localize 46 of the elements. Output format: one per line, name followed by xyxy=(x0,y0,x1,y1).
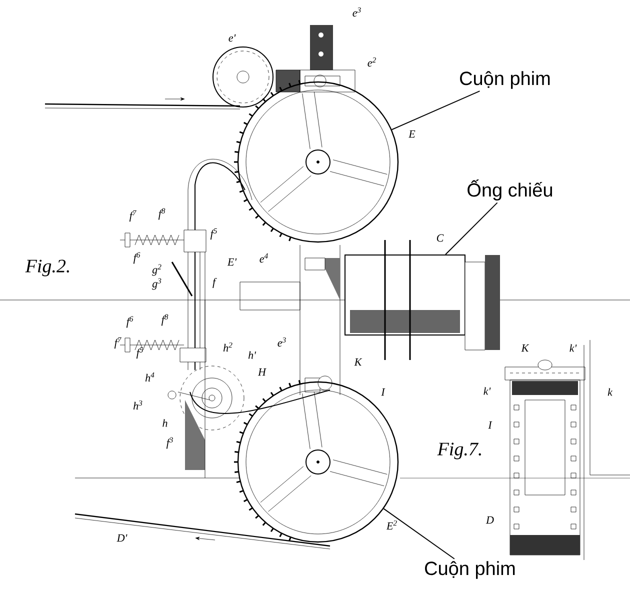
callout-letter: h xyxy=(162,419,168,427)
callout-letter: f$^{7}$ xyxy=(129,210,136,222)
callout-letter: e$^{2}$ xyxy=(368,57,376,67)
figure-label: Fig.2. xyxy=(25,260,69,276)
reel-drawing xyxy=(234,80,399,243)
figure-label: Fig.7. xyxy=(437,442,481,460)
callout-letter: k' xyxy=(570,344,577,352)
callout-letter: h' xyxy=(248,351,256,359)
callout-letter: f$^{6}$ xyxy=(133,252,140,264)
callout-letter: f$^{6}$ xyxy=(126,316,134,328)
leader-line xyxy=(445,202,498,255)
callout-letter: f xyxy=(212,278,217,288)
callout-letter: I xyxy=(381,388,386,396)
leader-line xyxy=(383,508,455,560)
callout-letter: K xyxy=(521,344,530,352)
callout-letter: f$^{5}$ xyxy=(136,347,143,359)
callout-letter: f$^{8}$ xyxy=(158,208,166,220)
callout-letter: f$^{3}$ xyxy=(166,437,173,449)
callout-letter: f$^{7}$ xyxy=(114,337,122,349)
callout-letter: g$^{2}$ xyxy=(152,264,162,276)
reel-drawing xyxy=(234,380,399,543)
callout-letter: h$^{3}$ xyxy=(133,400,142,410)
callout-letter: C xyxy=(436,234,444,242)
callout-letter: h$^{2}$ xyxy=(223,342,232,352)
callout-letter: D' xyxy=(116,534,128,542)
callout-letter: f$^{8}$ xyxy=(161,314,168,326)
leader-line xyxy=(391,90,480,130)
callout-letter: e$^{4}$ xyxy=(260,253,268,263)
callout-letter: h$^{4}$ xyxy=(145,372,154,382)
callout-letter: f$^{5}$ xyxy=(210,228,217,240)
callout-letter: k' xyxy=(484,387,491,395)
callout-letter: g$^{3}$ xyxy=(152,278,162,290)
caption-label: Cuộn phim xyxy=(425,561,515,579)
callout-letter: K xyxy=(354,358,362,366)
callout-letter: e$^{3}$ xyxy=(278,337,286,347)
callout-letter: e' xyxy=(228,34,236,42)
callout-letter: E$^{2}$ xyxy=(386,520,397,530)
callout-letter: k xyxy=(608,388,613,396)
callout-letter: D xyxy=(486,516,494,524)
callout-letter: I xyxy=(488,421,492,429)
callout-letter: E' xyxy=(227,258,237,266)
callout-letter: e$^{3}$ xyxy=(352,7,361,17)
caption-label: Ống chiếu xyxy=(468,180,552,200)
callout-letter: E xyxy=(408,130,416,138)
caption-label: Cuộn phim xyxy=(460,71,550,89)
lens-tube-drawing xyxy=(344,240,500,360)
